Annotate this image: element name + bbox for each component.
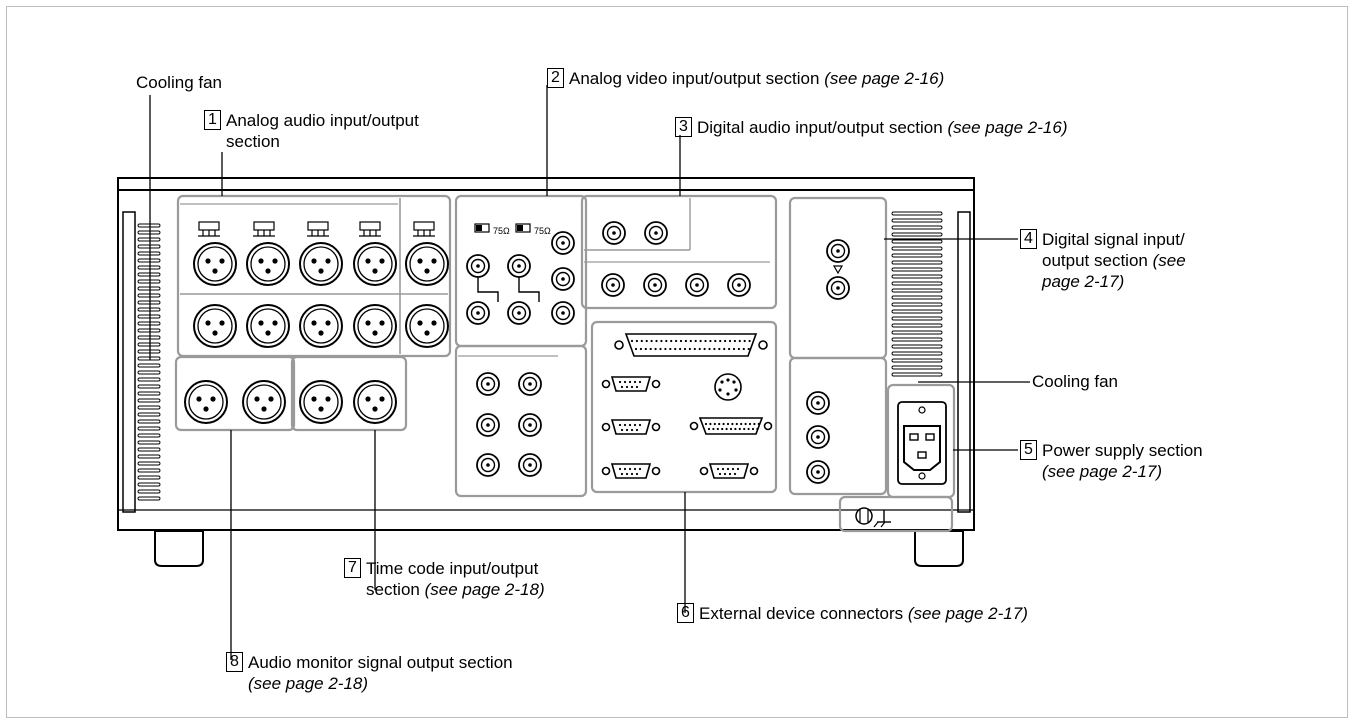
digital-signal-line1: Digital signal input/ xyxy=(1042,230,1185,249)
cooling-fan-vent-right xyxy=(891,211,943,377)
power-supply-text: Power supply section xyxy=(1042,441,1203,460)
digital-audio-ref: (see page 2-16) xyxy=(947,118,1068,137)
audio-monitor-text: Audio monitor signal output section xyxy=(248,653,513,672)
external-device-callout: 6 External device connectors (see page 2-… xyxy=(677,603,1028,624)
analog-audio-callout: 1 Analog audio input/output section xyxy=(204,110,419,152)
callout-number-5: 5 xyxy=(1020,440,1037,460)
feet xyxy=(154,530,964,567)
callout-number-2: 2 xyxy=(547,68,564,88)
digital-signal-line2: output section xyxy=(1042,251,1153,270)
callout-number-3: 3 xyxy=(675,117,692,137)
digital-audio-text: Digital audio input/output section xyxy=(697,118,943,137)
analog-audio-line1: Analog audio input/output xyxy=(226,111,419,130)
audio-monitor-ref: (see page 2-18) xyxy=(248,674,369,693)
time-code-line1: Time code input/output xyxy=(366,559,539,578)
digital-audio-callout: 3 Digital audio input/output section (see… xyxy=(675,117,1068,138)
power-supply-callout: 5 Power supply section (see page 2-17) xyxy=(1020,440,1203,482)
figure-frame xyxy=(6,6,1348,718)
impedance-label-2: 75Ω xyxy=(534,226,551,236)
section-outlines xyxy=(174,194,956,533)
time-code-callout: 7 Time code input/output section (see pag… xyxy=(344,558,545,600)
impedance-label-1: 75Ω xyxy=(493,226,510,236)
analog-video-ref: (see page 2-16) xyxy=(824,69,945,88)
cooling-fan-vent-left xyxy=(137,223,161,501)
cooling-fan-right-label: Cooling fan xyxy=(1032,372,1119,391)
time-code-line2: section xyxy=(366,580,425,599)
digital-signal-ref-part1: (see xyxy=(1152,251,1186,270)
power-supply-ref: (see page 2-17) xyxy=(1042,462,1163,481)
time-code-ref: (see page 2-18) xyxy=(424,580,545,599)
connector-pins xyxy=(618,339,760,476)
digital-signal-bnc-connectors xyxy=(806,239,850,484)
digital-signal-ref-part2: page 2-17) xyxy=(1042,272,1125,291)
leader-lines xyxy=(149,85,1030,660)
power-inlet xyxy=(897,401,947,485)
analog-video-text: Analog video input/output section xyxy=(569,69,820,88)
callout-number-1: 1 xyxy=(204,110,221,130)
cooling-fan-left-label: Cooling fan xyxy=(136,73,223,92)
analog-video-callout: 2 Analog video input/output section (see … xyxy=(547,68,944,89)
external-device-text: External device connectors xyxy=(699,604,904,623)
callout-number-6: 6 xyxy=(677,603,694,623)
audio-monitor-callout: 8 Audio monitor signal output section (se… xyxy=(226,652,513,694)
callout-number-8: 8 xyxy=(226,652,243,672)
analog-audio-line2: section xyxy=(226,132,280,151)
callout-number-7: 7 xyxy=(344,558,361,578)
external-device-connectors xyxy=(601,333,773,479)
external-device-ref: (see page 2-17) xyxy=(907,604,1028,623)
digital-signal-callout: 4 Digital signal input/ output section (s… xyxy=(1020,229,1186,292)
analog-video-bnc-connectors xyxy=(466,223,575,477)
ground-terminal xyxy=(855,507,891,528)
callout-number-4: 4 xyxy=(1020,229,1037,249)
